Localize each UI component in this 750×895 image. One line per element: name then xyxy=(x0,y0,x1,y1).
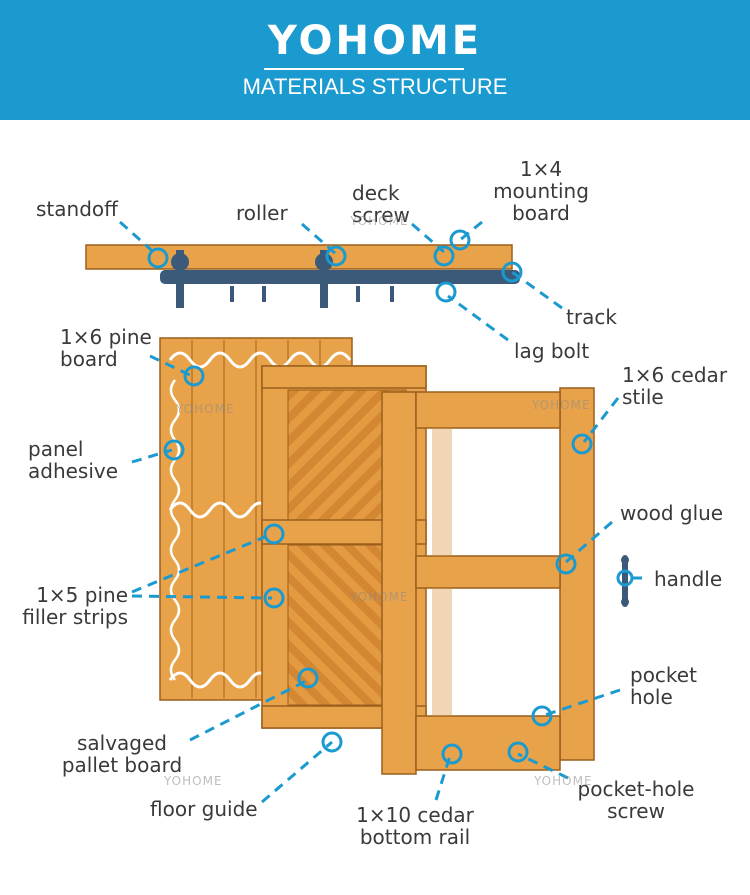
roller-wheel-left xyxy=(171,253,189,271)
label-pine-board: 1×6 pine board xyxy=(60,326,152,370)
cedar-frame xyxy=(382,388,594,774)
label-floor-guide: floor guide xyxy=(150,798,258,820)
label-lag-bolt: lag bolt xyxy=(514,340,589,362)
label-salvaged-pallet-board: salvaged pallet board xyxy=(54,732,190,776)
label-handle: handle xyxy=(654,568,722,590)
label-mounting-board: 1×4 mounting board xyxy=(476,158,606,224)
label-bottom-rail: 1×10 cedar bottom rail xyxy=(352,804,478,848)
cedar-stile-left xyxy=(382,392,416,774)
label-pocket-hole: pocket hole xyxy=(630,664,697,708)
watermark: YOHOME xyxy=(164,774,223,788)
watermark: YOHOME xyxy=(532,398,591,412)
label-standoff: standoff xyxy=(36,198,118,220)
header-banner: YOHOME MATERIALS STRUCTURE xyxy=(0,0,750,120)
label-track: track xyxy=(566,306,617,328)
label-panel-adhesive: panel adhesive xyxy=(28,438,118,482)
cedar-middle-rail xyxy=(416,556,560,588)
label-wood-glue: wood glue xyxy=(620,502,723,524)
track-bar xyxy=(160,270,520,284)
label-filler-strips: 1×5 pine filler strips xyxy=(4,584,128,628)
watermark: YOHOME xyxy=(176,402,235,416)
brand-divider xyxy=(264,68,464,70)
label-roller: roller xyxy=(236,202,288,224)
label-cedar-stile: 1×6 cedar stile xyxy=(622,364,727,408)
page-subtitle: MATERIALS STRUCTURE xyxy=(0,74,750,100)
brand-logo: YOHOME xyxy=(0,18,750,64)
watermark: YOHOME xyxy=(350,590,409,604)
watermark: YOHOME xyxy=(350,214,409,228)
watermark: YOHOME xyxy=(534,774,593,788)
handle-hardware xyxy=(621,555,629,607)
